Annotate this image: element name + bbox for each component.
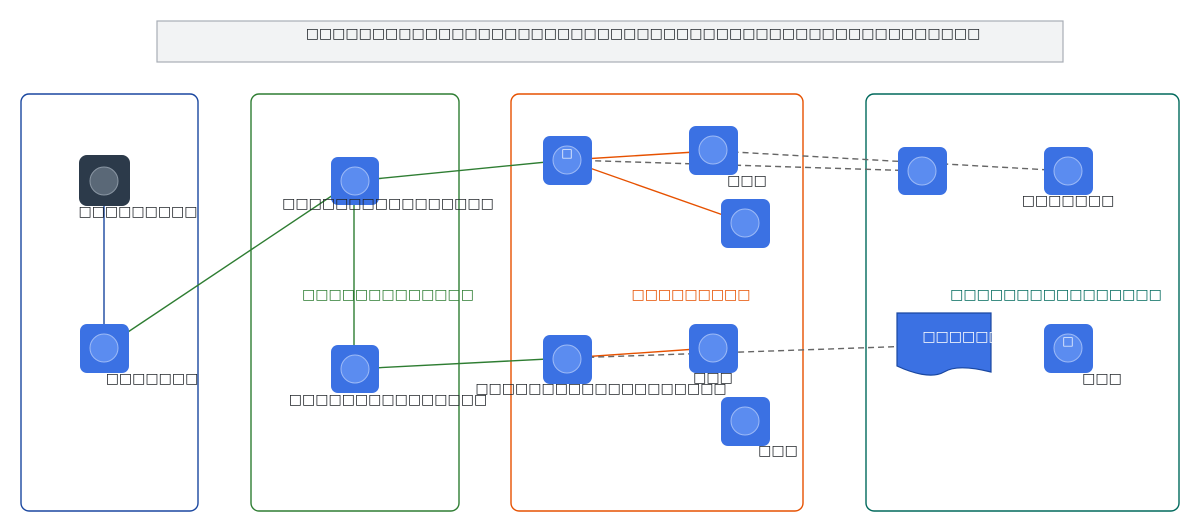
group-2: □□□□□□□□□□□□□ [250,93,474,512]
node-g4-bottom-right-glyph: □ [1062,334,1073,348]
node-g3-hub-bottom-label: □□□□□□□□□□□□□□□□□□□ [475,381,726,397]
node-g2-top-label: □□□□□□□□□□□□□□□□ [282,196,494,212]
document-icon [896,312,992,376]
node-g3-hub-top-glyph: □ [561,146,572,160]
node-g3-top-right-label: □□□ [727,173,767,189]
node-g3-lowest-label: □□□ [758,443,798,459]
diagram-title: □□□□□□□□□□□□□□□□□□□□□□□□□□□□□□□□□□□□□□□□… [156,20,1064,63]
node-left-bottom: □□□□□□□ [80,324,198,387]
group-4: □□□□□□□□□□□□□□□□ [865,93,1180,512]
edge-g2-top-to-g3-hub-top [353,155,569,182]
node-left-bottom-label: □□□□□□□ [106,371,199,387]
group-1 [20,93,199,512]
node-g3-bottom-right: □□□ [689,324,738,386]
node-g3-top-right: □□□ [689,126,767,189]
node-g4-bottom-right-label: □□□ [1082,371,1122,387]
node-g4-top-right: □□□□□□□ [1022,147,1115,209]
node-g4-doc-label: □□□□□□ [922,329,1001,345]
edge-g2-bottom-to-g3-hub-bottom [353,352,569,370]
group-4-label: □□□□□□□□□□□□□□□□ [950,287,1162,303]
node-g3-hub-bottom: □□□□□□□□□□□□□□□□□□□ [475,335,727,397]
group-3: □□□ □□□ □□□ [510,93,804,512]
node-dark: □□□□□□□□□ [78,155,198,220]
group-3-label: □□□□□□□□□ [631,287,750,303]
edge-left-bottom-to-g2-top [103,180,355,349]
diagram-title-text: □□□□□□□□□□□□□□□□□□□□□□□□□□□□□□□□□□□□□□□□… [306,26,981,42]
node-g4-top-left [898,147,947,195]
node-g4-doc: □□□□□□ [896,312,1002,376]
node-g4-bottom-right: □ □□□ [1044,324,1122,387]
edge-g3-hub-top-to-mid-right [566,159,745,224]
node-g3-mid-right [721,199,770,248]
edge-g4-doc-to-g3-hub-bottom [567,344,945,364]
node-g4-top-right-label: □□□□□□□ [1022,193,1115,209]
node-g2-top: □□□□□□□□□□□□□□□□ [282,157,494,212]
edge-g4-top-left-to-g3-hub-top [567,154,922,172]
node-g2-bottom: □□□□□□□□□□□□□□□ [289,345,487,408]
node-g3-lowest: □□□ [721,397,798,459]
node-g3-hub-top: □ [543,136,592,185]
group-2-label: □□□□□□□□□□□□□ [302,287,474,303]
node-g2-bottom-label: □□□□□□□□□□□□□□□ [289,392,487,408]
node-dark-label: □□□□□□□□□ [78,204,197,220]
edge-g4-top-right-to-g3-top-right [714,145,1069,172]
node-g3-bottom-right-label: □□□ [693,370,733,386]
